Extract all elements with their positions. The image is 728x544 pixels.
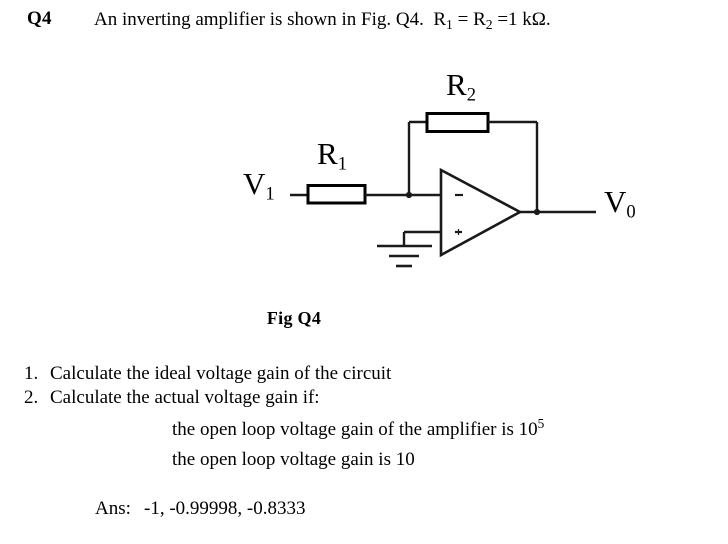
figure-caption-text: Fig Q4 [266,308,322,328]
statement-text-part1: An inverting amplifier is shown in Fig. … [94,9,447,30]
circuit-schematic-svg [290,112,596,268]
question-number-label: Q4 [27,8,52,29]
question-sublist: the open loop voltage gain of the amplif… [24,412,704,472]
question-statement: An inverting amplifier is shown in Fig. … [94,9,551,33]
label-resistor-r1: R1 [317,138,347,174]
label-v1-text: V [243,166,266,201]
list-item-text: Calculate the ideal voltage gain of the … [50,363,392,384]
resistor-r1-body [306,184,367,205]
statement-subscript-2: 2 [485,16,493,32]
label-r1-subscript: 1 [337,153,347,175]
statement-text-part2: = R [452,9,486,30]
list-item-number: 1. [24,363,39,384]
list-item-text: Calculate the actual voltage gain if: [50,387,320,408]
figure-caption: Fig Q4 [0,308,728,329]
answer-values: -1, -0.99998, -0.8333 [144,498,306,519]
list-item: 1. Calculate the ideal voltage gain of th… [24,362,704,386]
list-item: 2. Calculate the actual voltage gain if: [24,386,704,410]
label-r2-text: R [446,67,467,102]
label-v1-subscript: 1 [265,183,275,205]
label-r2-subscript: 2 [466,84,476,106]
statement-subscript-1: 1 [446,16,453,32]
sublist-item: the open loop voltage gain of the amplif… [172,412,704,442]
label-r1-text: R [317,136,338,171]
opamp-triangle-body [439,167,523,258]
label-v0-text: V [604,184,627,219]
sublist-item-exponent: 5 [537,416,545,431]
question-list: 1. Calculate the ideal voltage gain of th… [24,362,704,472]
label-v0-subscript: 0 [626,201,636,223]
resistor-r2-body [425,112,490,133]
answer-label: Ans: [95,498,131,519]
answer-row: Ans: -1, -0.99998, -0.8333 [95,498,305,520]
circuit-diagram: V1 R1 R2 V0 Fig Q4 [0,69,728,329]
label-resistor-r2: R2 [446,69,476,105]
sublist-item: the open loop voltage gain is 10 [172,442,704,472]
sublist-item-text: the open loop voltage gain of the amplif… [172,418,538,440]
statement-text-part3: =1 kΩ. [492,9,551,30]
list-item-number: 2. [24,387,39,408]
sublist-item-text: the open loop voltage gain is 10 [172,448,415,470]
label-output-voltage: V0 [604,186,636,222]
label-input-voltage: V1 [243,168,275,204]
